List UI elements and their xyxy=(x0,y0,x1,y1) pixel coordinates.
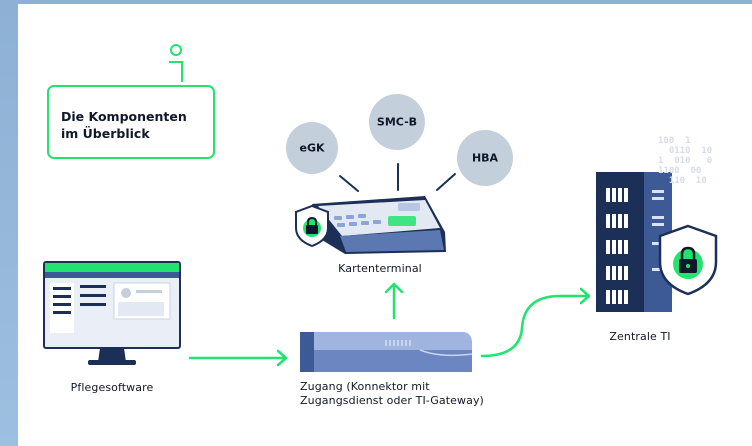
pflegesoftware-monitor-icon xyxy=(43,261,181,365)
zugang-label-line-2: Zugangsdienst oder TI-Gateway) xyxy=(300,394,484,407)
hba-label: HBA xyxy=(471,151,499,165)
smcb-bubble xyxy=(369,94,425,150)
binary-data-decoration: 100 1 0110 10 1 010 0 1100 00 110 10 xyxy=(658,136,713,186)
terminal-security-shield-icon xyxy=(295,204,329,248)
title-box xyxy=(47,85,215,159)
bubble-connector-lines xyxy=(339,163,456,192)
egk-label: eGK xyxy=(299,141,325,155)
pflegesoftware-label: Pflegesoftware xyxy=(70,381,154,394)
hba-bubble xyxy=(457,130,513,186)
arrow-software-to-zugang xyxy=(188,349,288,367)
egk-bubble xyxy=(286,122,338,174)
zugang-label-line-1: Zugang (Konnektor mit xyxy=(300,380,430,393)
server-security-shield-icon xyxy=(658,224,718,296)
konnektor-device-icon xyxy=(300,332,473,372)
smcb-label: SMC-B xyxy=(376,115,418,129)
arrow-zugang-to-terminal xyxy=(384,282,404,320)
title-line-2: im Überblick xyxy=(61,126,150,141)
diagram-title: Die Komponenten im Überblick xyxy=(61,108,187,142)
info-icon xyxy=(169,44,183,82)
card-terminal-icon xyxy=(312,196,446,254)
kartenterminal-label: Kartenterminal xyxy=(338,262,422,275)
zentrale-ti-label: Zentrale TI xyxy=(609,330,671,343)
zugang-label: Zugang (Konnektor mit Zugangsdienst oder… xyxy=(300,380,484,408)
arrow-zugang-to-zentrale-ti xyxy=(480,287,591,358)
title-line-1: Die Komponenten xyxy=(61,109,187,124)
